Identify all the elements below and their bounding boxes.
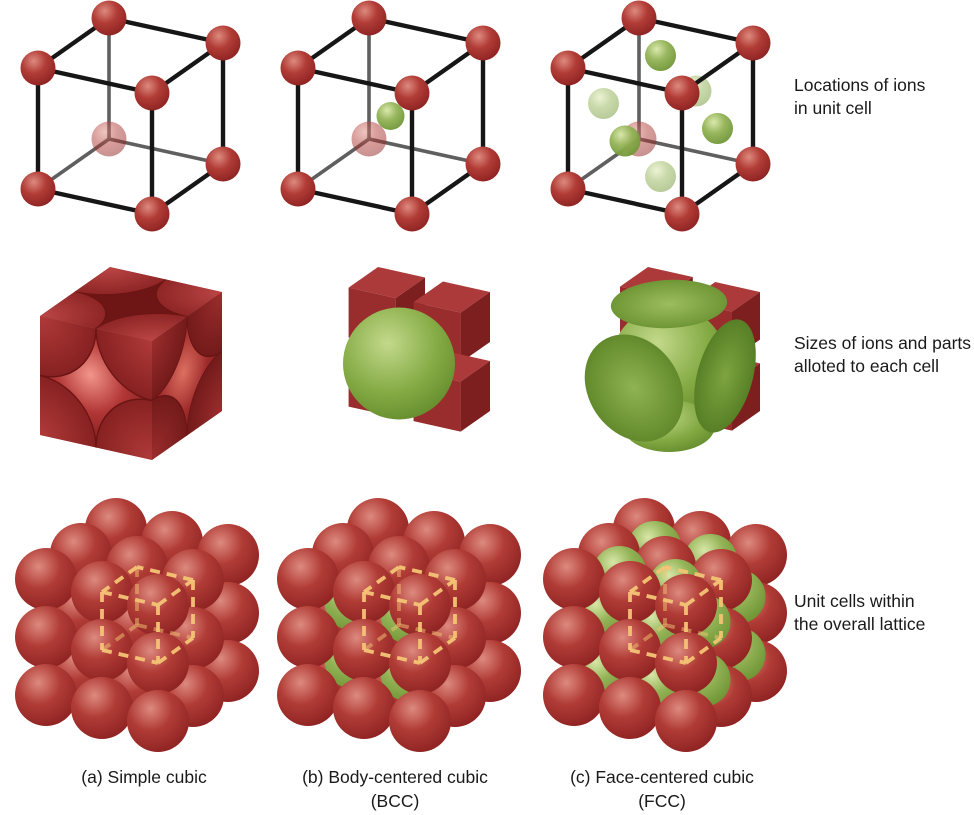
bcc-wireframe-illustration [280,0,501,232]
caption-line: (c) Face-centered cubic [570,767,754,787]
row-label-line: in unit cell [794,98,872,119]
row-label-ion-locations: Locations of ions in unit cell [794,74,974,120]
simple-cubic-filled-illustration [40,267,222,460]
fcc-filled-illustration [578,267,760,460]
bcc-filled-illustration [308,267,490,460]
row-label-ion-sizes: Sizes of ions and parts alloted to each … [794,332,974,378]
row-label-line: Unit cells within [794,591,915,611]
panel-simple-cubic-ion-sizes [12,258,262,473]
caption-simple-cubic: (a) Simple cubic [19,766,269,790]
caption-line: (FCC) [638,790,686,811]
row-label-lattice: Unit cells within the overall lattice [794,590,974,636]
fcc-wireframe-illustration [550,0,771,232]
row-label-line: Locations of ions [794,75,926,95]
row-label-line: alloted to each cell [794,356,939,377]
panel-bcc-ion-sizes [280,258,530,473]
row-label-line: Sizes of ions and parts [794,333,972,353]
panel-bcc-ion-locations [268,0,518,238]
bcc-lattice-illustration [277,498,521,752]
caption-line: (b) Body-centered cubic [302,767,488,787]
simple-cubic-wireframe-illustration [20,0,241,232]
fcc-lattice-illustration [543,498,787,752]
panel-fcc-ion-locations [538,0,788,238]
caption-fcc: (c) Face-centered cubic (FCC) [537,766,787,813]
panel-bcc-lattice [266,498,522,753]
simple-cubic-lattice-illustration [15,498,259,752]
caption-line: (BCC) [370,790,420,811]
panel-simple-cubic-ion-locations [8,0,258,238]
row-label-line: the overall lattice [794,614,926,635]
caption-bcc: (b) Body-centered cubic (BCC) [270,766,520,813]
caption-line: (a) Simple cubic [81,767,207,787]
panel-fcc-lattice [532,498,788,753]
panel-simple-cubic-lattice [4,498,260,753]
panel-fcc-ion-sizes [550,258,800,473]
